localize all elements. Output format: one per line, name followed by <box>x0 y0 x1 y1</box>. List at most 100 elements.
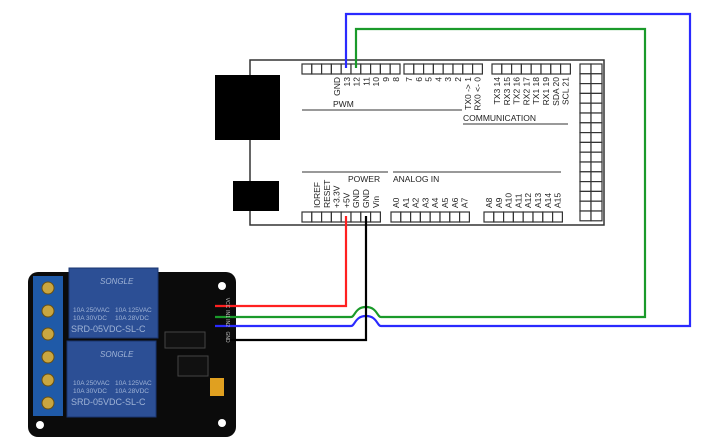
header-pin <box>579 171 592 183</box>
header-pin <box>590 102 603 114</box>
pin-label: A2 <box>411 197 421 208</box>
pin-label: GND <box>332 77 342 96</box>
wire-pin12-green <box>215 27 647 319</box>
relay-pin-label-in2: IN2 <box>224 319 230 327</box>
header-pin <box>419 211 431 223</box>
header-pin <box>579 112 592 124</box>
terminal-screw <box>41 327 55 341</box>
optocoupler-1 <box>164 331 206 349</box>
relay-1-model: SRD-05VDC-SL-C <box>71 324 146 334</box>
pin-label: A5 <box>440 197 450 208</box>
header-pin <box>579 200 592 212</box>
pin-label: RX3 15 <box>502 77 512 106</box>
pin-label: RX2 17 <box>521 77 531 106</box>
header-pin <box>590 132 603 144</box>
header-pin <box>579 161 592 173</box>
header-pin <box>491 63 503 75</box>
header-pin <box>410 211 422 223</box>
wire-pin13-blue <box>215 12 692 328</box>
pin-label: RESET <box>322 180 332 208</box>
header-pin <box>550 63 562 75</box>
pin-label: 10 <box>371 77 381 87</box>
pin-label: A1 <box>401 197 411 208</box>
header-pin <box>462 63 474 75</box>
header-pin <box>379 63 391 75</box>
pin-label: A6 <box>450 197 460 208</box>
pin-label: A12 <box>523 193 533 208</box>
terminal-screw <box>41 281 55 295</box>
pin-label: 7 <box>404 77 414 82</box>
header-pin <box>520 63 532 75</box>
header-pin <box>442 63 454 75</box>
header-pin <box>522 211 534 223</box>
header-pin <box>512 211 524 223</box>
header-pin <box>590 210 603 222</box>
pin-label: 9 <box>381 77 391 82</box>
pin-label: A7 <box>460 197 470 208</box>
relay-2-rating: 10A 125VAC <box>115 380 152 387</box>
wires <box>215 12 692 342</box>
relay-pin-label-gnd: GND <box>224 331 230 343</box>
pin-label: TX2 16 <box>512 77 522 105</box>
header-pin <box>423 63 435 75</box>
header-pin <box>330 211 342 223</box>
pin-label: A10 <box>504 193 514 208</box>
header-pin <box>590 73 603 85</box>
header-pin <box>590 171 603 183</box>
pin-label: 4 <box>433 77 443 82</box>
terminal-screw <box>41 304 55 318</box>
pin-label: 2 <box>453 77 463 82</box>
pin-label: A0 <box>391 197 401 208</box>
relay-1-brand: SONGLE <box>100 277 134 286</box>
header-pin <box>439 211 451 223</box>
header-pin <box>501 63 513 75</box>
header-pin <box>579 92 592 104</box>
wire-5v-red <box>215 216 348 308</box>
header-pin <box>590 122 603 134</box>
relay-1-rating: 10A 250VAC <box>73 307 110 314</box>
header-pin <box>579 102 592 114</box>
header-pin <box>503 211 515 223</box>
power-jack <box>233 181 279 211</box>
pin-label: A8 <box>484 197 494 208</box>
relay-2-rating: 10A 250VAC <box>73 380 110 387</box>
pin-label: +5V <box>341 192 351 208</box>
relay-pin-label-vcc: VCC <box>224 298 230 309</box>
header-pin <box>350 211 362 223</box>
pin-label: A13 <box>533 193 543 208</box>
terminal-screw <box>41 396 55 410</box>
header-pin <box>321 63 333 75</box>
pin-label: IOREF <box>312 182 322 208</box>
terminal-screw <box>41 350 55 364</box>
header-pin <box>301 63 313 75</box>
header-pin <box>579 122 592 134</box>
mount-hole <box>36 421 44 429</box>
header-pin <box>579 190 592 202</box>
header-pin <box>590 82 603 94</box>
header-pin <box>532 211 544 223</box>
pin-label: 3 <box>443 77 453 82</box>
header-pin <box>579 82 592 94</box>
header-pin <box>590 181 603 193</box>
header-pin <box>542 211 554 223</box>
header-pin <box>590 151 603 163</box>
header-pin <box>590 92 603 104</box>
header-pin <box>579 63 592 75</box>
relay-2 <box>66 340 157 418</box>
relay-2-rating: 10A 30VDC <box>73 388 107 395</box>
header-pin <box>370 63 382 75</box>
pin-label: TX3 14 <box>492 77 502 105</box>
header-pin <box>360 63 372 75</box>
header-pin <box>590 141 603 153</box>
header-pin <box>400 211 412 223</box>
communication-label: COMMUNICATION <box>463 113 536 123</box>
pin-label: 8 <box>391 77 401 82</box>
mount-hole <box>218 282 226 290</box>
analog-in-label: ANALOG IN <box>393 174 439 184</box>
header-pin <box>413 63 425 75</box>
header-pin <box>579 73 592 85</box>
header-pin <box>389 63 401 75</box>
header-pin <box>459 211 471 223</box>
